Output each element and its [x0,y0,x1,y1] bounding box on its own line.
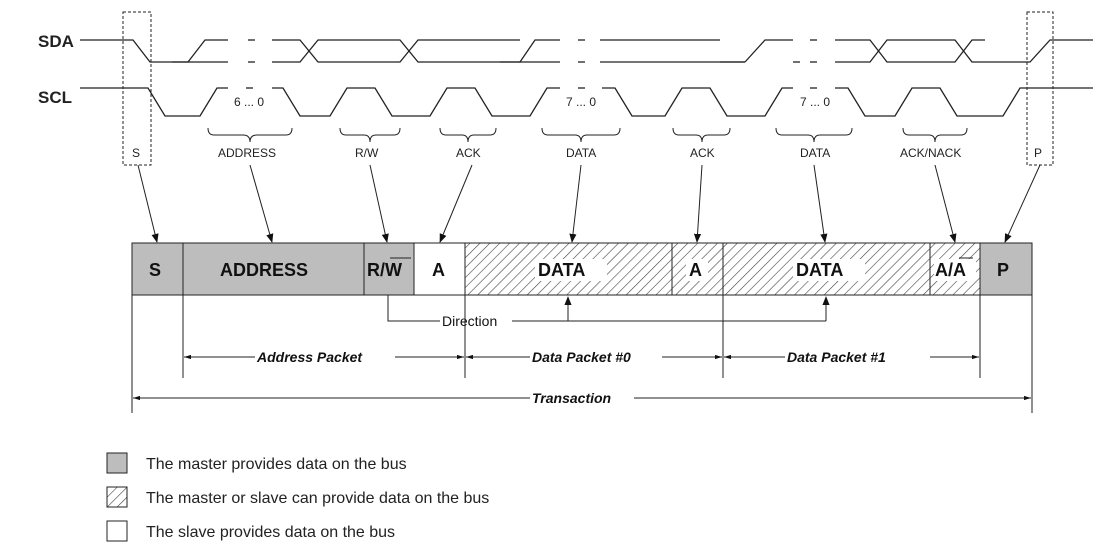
legend-slave-swatch [106,520,128,542]
frame-a3-label: A/A [935,260,966,280]
sda-signal-label: SDA [38,32,74,51]
scl-signal-label: SCL [38,88,72,107]
transaction-label: Transaction [532,390,611,406]
data1-field-label: DATA [800,146,830,160]
frame-a2-label: A [689,260,702,280]
packet-dimensions [133,354,1031,401]
data0-bit-range: 7 ... 0 [566,95,596,109]
sda-waveform [80,39,1093,63]
legend-master-swatch [106,452,128,474]
frame-a1-box [413,242,466,296]
frame-rw-box [363,242,415,296]
direction-label: Direction [442,313,497,329]
data0-field-label: DATA [566,146,596,160]
label-arrows [137,164,1041,243]
frame-rw-label: R/W [367,260,402,280]
legend-either-text: The master or slave can provide data on … [146,490,489,507]
address-bit-range: 6 ... 0 [234,95,264,109]
rw-field-label: R/W [355,146,379,160]
frame-data0-label: DATA [538,260,585,280]
ack1-field-label: ACK [456,146,481,160]
boundary-lines [131,295,1033,413]
legend: The master provides data on the bus The … [106,452,489,542]
frame-p-label: P [997,260,1009,280]
frame-p-box [979,242,1033,296]
legend-slave-text: The slave provides data on the bus [146,524,395,541]
frame-data1-label: DATA [796,260,843,280]
start-marker-box [122,11,152,166]
data-packet-1-label: Data Packet #1 [787,349,886,365]
frame-a2-box [671,242,724,296]
frame-s-label: S [149,260,161,280]
data-packet-0-label: Data Packet #0 [532,349,631,365]
start-marker-label: S [132,146,140,160]
frame-a1-label: A [432,260,445,280]
address-field-label: ADDRESS [218,146,276,160]
data1-bit-range: 7 ... 0 [800,95,830,109]
scl-waveform [80,87,1093,117]
frame [131,242,1033,296]
legend-master-text: The master provides data on the bus [146,456,407,473]
ack-nack-field-label: ACK/NACK [900,146,961,160]
address-packet-label: Address Packet [256,349,363,365]
ack2-field-label: ACK [690,146,715,160]
direction-indicator [387,295,830,322]
legend-either-swatch [106,486,128,508]
stop-marker-label: P [1034,146,1042,160]
field-braces [207,127,968,143]
frame-address-label: ADDRESS [220,260,308,280]
